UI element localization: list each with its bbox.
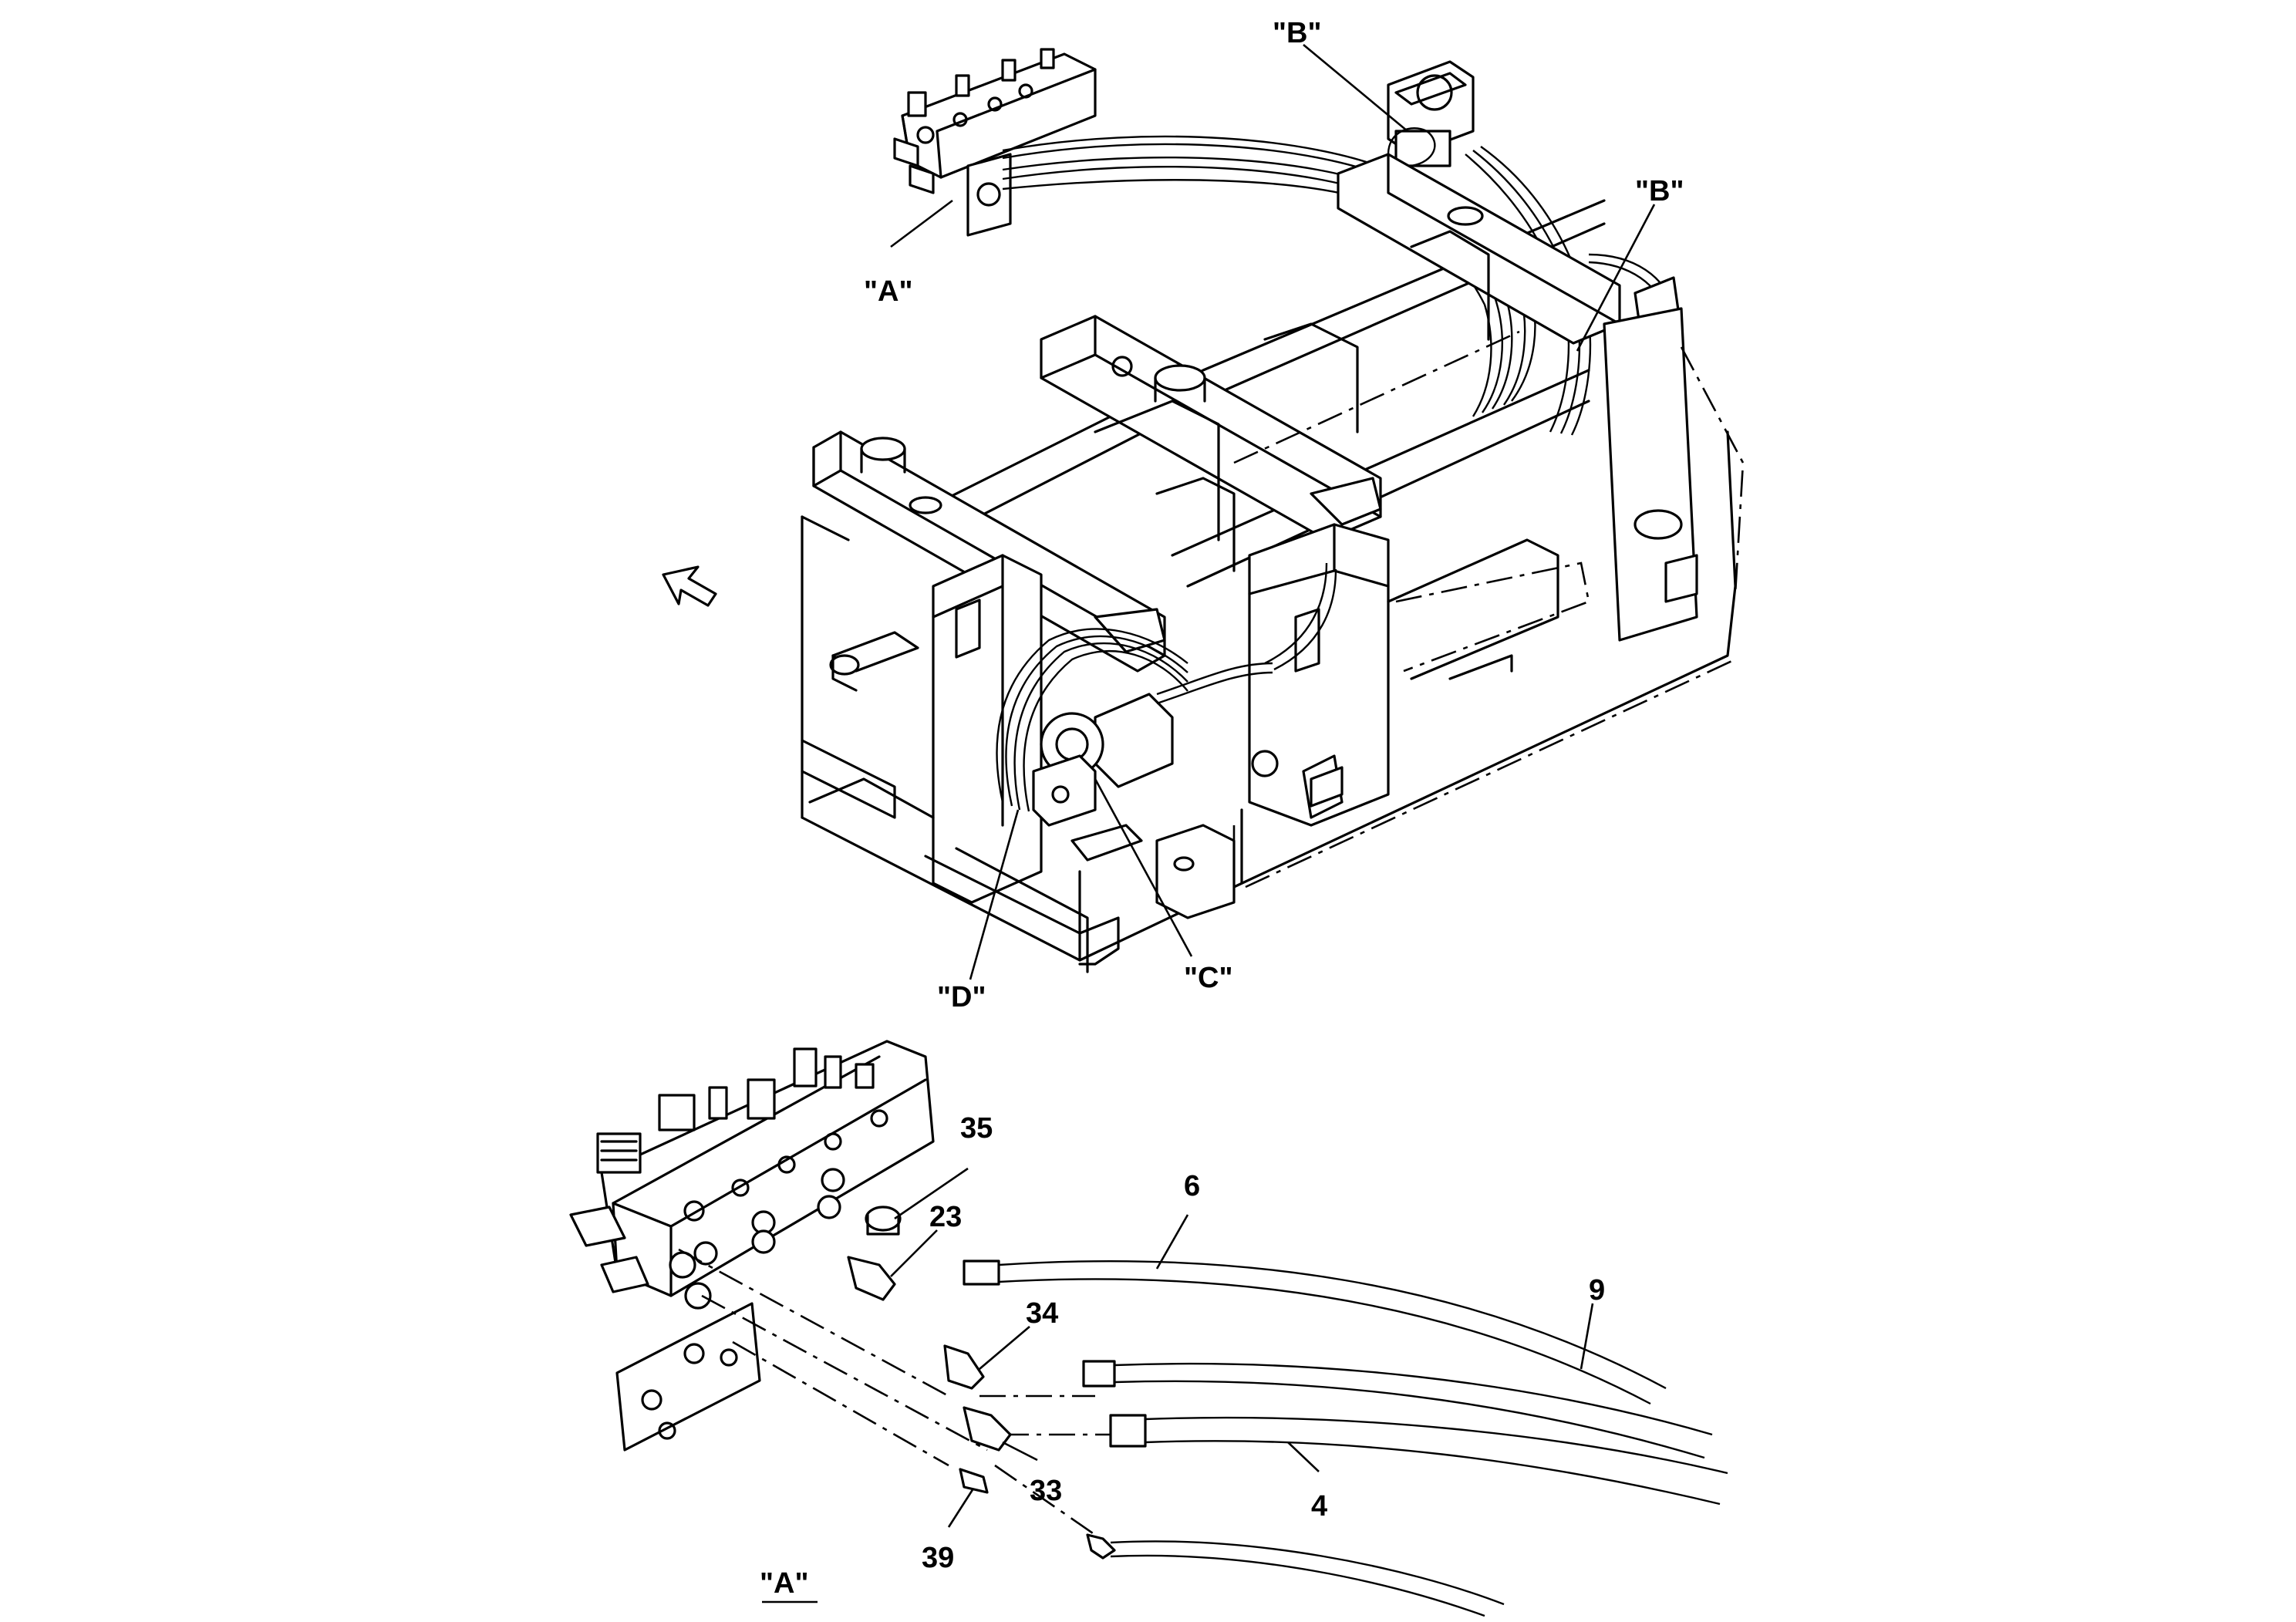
chassis-hidden-lines [1232, 330, 1745, 889]
label-part-34: 34 [1026, 1297, 1058, 1330]
hose-4 [1145, 1416, 1728, 1506]
callout-labels: "A" "B" "B" "C" "D" 35 23 6 9 34 33 4 39… [760, 17, 1684, 1600]
label-part-23: 23 [929, 1201, 962, 1233]
valve-block-top [893, 48, 1097, 237]
label-view-c: "C" [1184, 962, 1232, 994]
hose-39 [1110, 1540, 1505, 1617]
label-view-b-right: "B" [1635, 175, 1684, 207]
pump-top [1387, 60, 1475, 167]
fitting-39 [959, 1468, 1116, 1560]
fitting-34 [943, 1344, 1116, 1390]
label-part-35: 35 [960, 1112, 993, 1145]
label-detail-a-title: "A" [760, 1567, 808, 1600]
label-part-9: 9 [1589, 1274, 1605, 1307]
label-part-33: 33 [1030, 1475, 1062, 1507]
detail-a-dash-lines [678, 1248, 1111, 1536]
label-part-6: 6 [1184, 1170, 1200, 1202]
direction-arrow [662, 565, 717, 607]
fitting-23 [847, 1256, 1000, 1301]
fitting-33 [963, 1406, 1147, 1452]
hose-9 [1114, 1362, 1713, 1459]
label-part-4: 4 [1311, 1490, 1327, 1523]
label-view-a: "A" [864, 275, 912, 308]
label-view-d: "D" [937, 981, 986, 1013]
detail-a-plate [615, 1302, 761, 1452]
motor-assembly [996, 562, 1337, 827]
hose-6 [998, 1259, 1667, 1405]
label-part-39: 39 [922, 1542, 954, 1574]
leader-lines [762, 43, 1656, 1603]
label-view-b-top: "B" [1273, 17, 1321, 49]
fitting-35 [865, 1206, 902, 1236]
chassis-frame [801, 153, 1737, 973]
detail-a-valve [569, 1040, 935, 1310]
